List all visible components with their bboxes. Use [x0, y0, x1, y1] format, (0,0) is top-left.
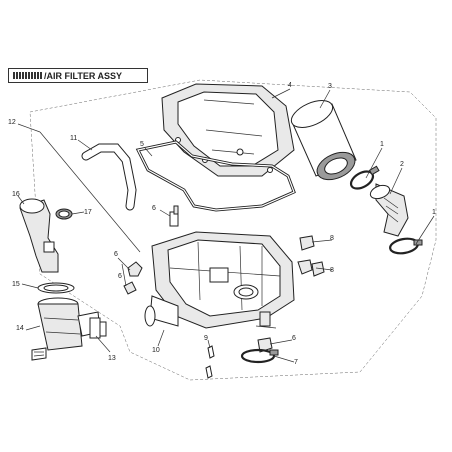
- callout-13: 13: [108, 355, 116, 362]
- callout-15: 15: [12, 281, 20, 288]
- airbox-housing-part: [144, 231, 295, 329]
- callout-6-center: 6: [152, 205, 156, 212]
- air-filter-element-part: [290, 100, 357, 181]
- breather-hose-part: [81, 143, 137, 211]
- callout-2: 2: [400, 161, 404, 168]
- callout-1-lower: 1: [432, 209, 436, 216]
- callout-6-left-upper: 6: [114, 251, 118, 258]
- brand-logo-icon: [13, 72, 43, 79]
- grommet-part: [55, 208, 73, 220]
- warning-tag-part: [31, 347, 47, 361]
- callout-12: 12: [8, 119, 16, 126]
- boot-band-part: [89, 317, 107, 339]
- callout-8-lower: 8: [330, 267, 334, 274]
- callout-7: 7: [294, 359, 298, 366]
- diagram-title: /AIR FILTER ASSY: [8, 68, 148, 83]
- callout-5: 5: [140, 141, 144, 148]
- callout-11: 11: [70, 135, 77, 142]
- callout-3: 3: [328, 83, 332, 90]
- retaining-clip-parts: [123, 235, 325, 379]
- diagram-title-text: /AIR FILTER ASSY: [44, 70, 123, 81]
- callout-4: 4: [288, 82, 292, 89]
- callout-17: 17: [84, 209, 92, 216]
- callout-labels: 1 1 2 3 4 5 6 6 6 6 7 8 8 9 10 11 12 13 …: [8, 82, 436, 366]
- inlet-duct-part: [19, 198, 59, 273]
- flange-ring-part: [37, 282, 75, 294]
- intake-duct-part: [369, 183, 409, 237]
- callout-8-upper: 8: [330, 235, 334, 242]
- bracket-clip-part: [169, 205, 179, 227]
- callout-6-bottom: 6: [292, 335, 296, 342]
- callout-14: 14: [16, 325, 24, 332]
- hose-clamp-part-lower: [389, 237, 423, 255]
- cover-seal-gasket-part: [135, 140, 296, 212]
- callout-10: 10: [152, 347, 160, 354]
- leader-lines: [17, 88, 435, 363]
- callout-16: 16: [12, 191, 20, 198]
- callout-9: 9: [204, 335, 208, 342]
- hose-clamp-part-upper: [349, 165, 380, 190]
- callout-6-left-lower: 6: [118, 273, 122, 280]
- airbox-cover-part: [161, 83, 295, 177]
- callout-1-upper: 1: [380, 141, 384, 148]
